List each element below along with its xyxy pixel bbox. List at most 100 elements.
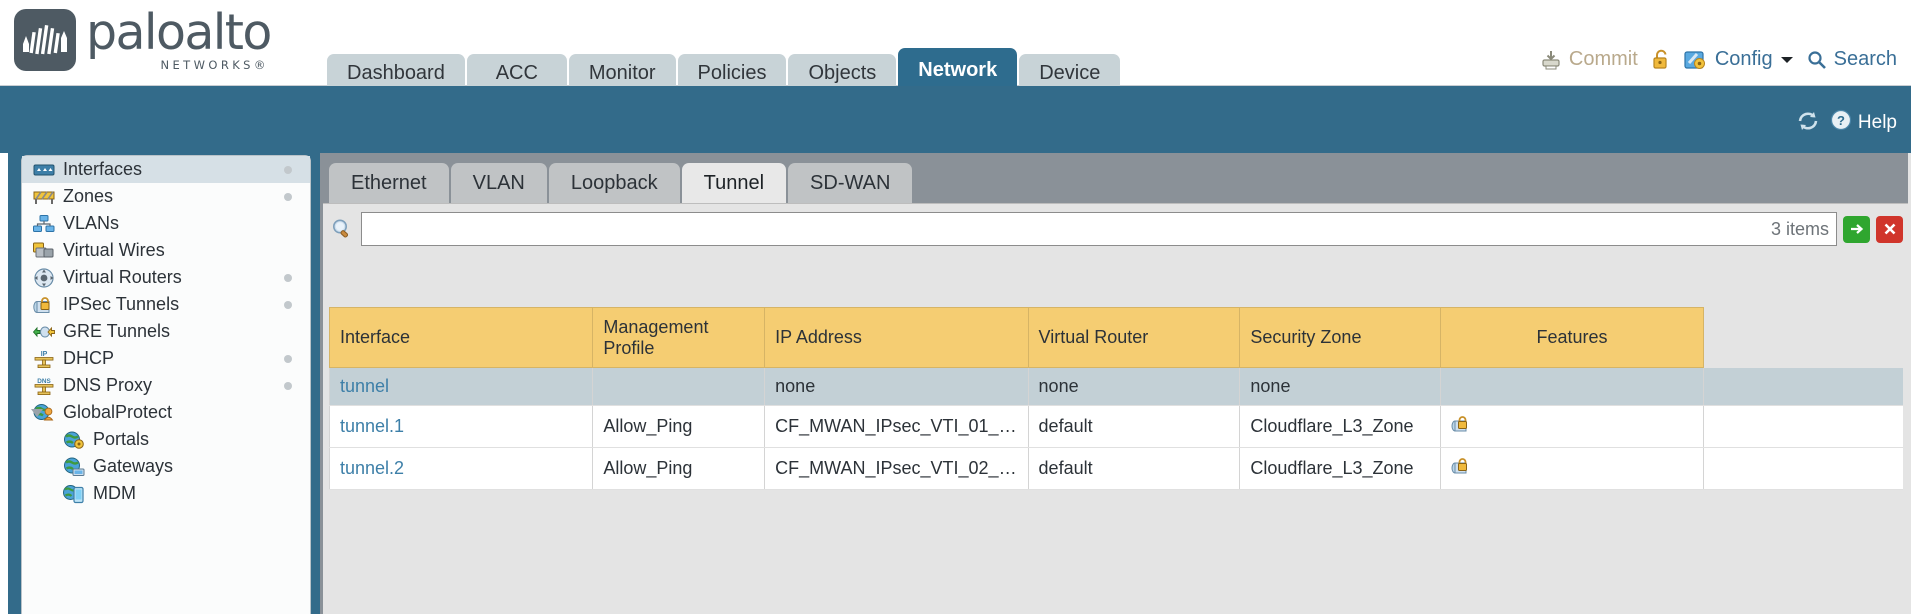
sidebar-item-label: IPSec Tunnels [63,294,180,314]
filter-input[interactable] [361,212,1837,246]
gateways-icon [62,457,86,477]
subtab-tunnel[interactable]: Tunnel [681,163,787,203]
sidebar-item-indicator [284,165,292,174]
clear-filter-button[interactable] [1876,215,1903,243]
column-header-virtual-router[interactable]: Virtual Router [1027,306,1241,369]
subtab-ethernet[interactable]: Ethernet [329,163,449,203]
sidebar-item-globalprotect[interactable]: GlobalProtect [22,399,310,426]
apply-filter-button[interactable] [1843,215,1870,243]
svg-text:?: ? [1837,113,1845,128]
cell-spacer [1703,447,1903,491]
interface-link[interactable]: tunnel [340,376,390,397]
ipsec-tunnels-icon [32,295,56,315]
cell-ip-address: none [764,367,1029,407]
sidebar-item-zones[interactable]: Zones [22,183,310,210]
cell-spacer [1703,367,1903,407]
cell-ip-address: CF_MWAN_IPsec_VTI_01_… [764,405,1029,449]
main-tab-objects[interactable]: Objects [788,54,897,92]
sidebar-item-indicator [284,273,292,282]
sidebar-item-label: DHCP [63,348,115,368]
config-icon [1684,49,1708,71]
cell-virtual-router: default [1027,447,1241,491]
paloalto-logo-icon [14,8,76,71]
main-tab-network[interactable]: Network [898,48,1018,92]
sidebar-item-label: DNS Proxy [63,375,153,395]
cell-features [1439,447,1705,491]
sidebar-item-label: GlobalProtect [63,402,173,422]
sidebar-item-interfaces[interactable]: Interfaces [22,156,310,183]
sidebar-item-label: Portals [93,429,150,449]
cell-features [1439,405,1705,449]
padlock-icon [1651,49,1671,71]
help-circle-icon: ? [1830,109,1852,137]
commit-icon [1540,49,1562,71]
cell-interface[interactable]: tunnel.2 [328,447,594,491]
column-header-features[interactable]: Features [1439,306,1705,369]
help-label: Help [1857,112,1897,133]
sidebar-item-dhcp[interactable]: IP DHCP [22,345,310,372]
sidebar-item-dns-proxy[interactable]: DNS DNS Proxy [22,372,310,399]
sidebar-item-portals[interactable]: Portals [22,426,310,453]
cell-ip-address: CF_MWAN_IPsec_VTI_02_… [764,447,1029,491]
cell-features [1439,367,1705,407]
sidebar-item-mdm[interactable]: MDM [22,480,310,507]
lock-icon [1451,458,1473,480]
filter-input-field[interactable] [372,213,1826,245]
main-tab-policies[interactable]: Policies [677,54,787,92]
sidebar-item-ipsec-tunnels[interactable]: IPSec Tunnels [22,291,310,318]
column-header-management-profile[interactable]: Management Profile [592,306,766,369]
search-button[interactable]: Search [1807,48,1897,71]
column-header-ip-address[interactable]: IP Address [764,306,1029,369]
sidebar-item-virtual-routers[interactable]: Virtual Routers [22,264,310,291]
main-tab-device[interactable]: Device [1019,54,1121,92]
subtab-loopback[interactable]: Loopback [548,163,680,203]
mdm-icon [62,484,86,504]
dns-proxy-icon: DNS [32,376,56,396]
refresh-icon[interactable] [1796,110,1820,137]
blue-band-actions: ? Help [1796,109,1897,137]
search-row [329,210,1903,248]
expander-triangle-icon[interactable] [31,408,43,417]
main-tab-monitor[interactable]: Monitor [568,54,676,92]
sidebar-item-indicator [284,300,292,309]
magnifier-icon [329,217,355,241]
sidebar-item-label: Virtual Routers [63,267,182,287]
sidebar-item-gateways[interactable]: Gateways [22,453,310,480]
subtab-sd-wan[interactable]: SD-WAN [788,163,913,203]
sidebar-item-gre-tunnels[interactable]: GRE Tunnels [22,318,310,345]
interface-link[interactable]: tunnel.1 [340,416,405,437]
cell-security-zone: none [1239,367,1441,407]
commit-button[interactable]: Commit [1540,48,1638,71]
chevron-down-icon [1780,55,1794,65]
svg-text:IP: IP [41,351,48,358]
main-tab-dashboard[interactable]: Dashboard [327,54,465,92]
lock-button[interactable] [1651,49,1671,71]
cell-interface[interactable]: tunnel.1 [328,405,594,449]
help-button[interactable]: ? Help [1830,109,1897,137]
sidebar-item-label: Virtual Wires [63,240,165,260]
column-header-interface[interactable]: Interface [328,306,594,369]
config-dropdown[interactable]: Config [1684,48,1794,71]
subtab-vlan[interactable]: VLAN [450,163,547,203]
virtual-routers-icon [32,267,56,288]
interface-link[interactable]: tunnel.2 [340,458,405,479]
cell-interface[interactable]: tunnel [328,367,594,407]
sidebar-item-indicator [284,381,292,390]
sidebar-item-virtual-wires[interactable]: Virtual Wires [22,237,310,264]
interfaces-icon [32,160,56,180]
brand-logo[interactable]: paloalto NETWORKS® [14,8,272,72]
sidebar-item-indicator [284,354,292,363]
gre-tunnels-icon [32,322,56,342]
vlans-icon [32,214,56,234]
sidebar-item-vlans[interactable]: VLANs [22,210,310,237]
portals-icon [62,430,86,450]
main-tab-acc[interactable]: ACC [466,54,567,92]
sidebar-item-label: GRE Tunnels [63,321,171,341]
column-header-security-zone[interactable]: Security Zone [1239,306,1441,369]
